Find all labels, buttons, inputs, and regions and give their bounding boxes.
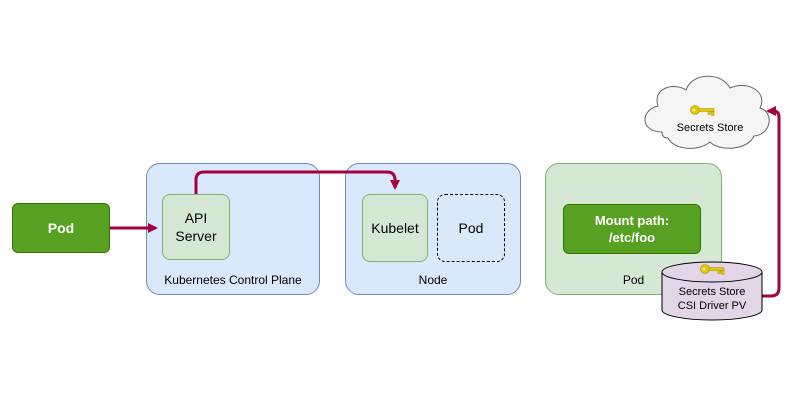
arrow-api-to-kubelet [194,170,400,194]
node-pod-label: Pod [458,220,484,236]
pod-left[interactable]: Pod [12,203,110,253]
secrets-store-cloud[interactable] [644,75,770,149]
kubelet[interactable]: Kubelet [362,194,428,262]
pod-right-label: Pod [622,273,645,287]
kubelet-label: Kubelet [371,220,419,236]
csi-driver-label: Secrets Store CSI Driver PV [677,286,747,312]
csi-driver-cylinder[interactable] [661,261,763,321]
control-plane-label: Kubernetes Control Plane [164,273,302,287]
mount-path-label: Mount path: /etc/foo [594,213,670,245]
pod-left-label: Pod [47,220,75,236]
api-server-label: API Server [175,210,217,244]
api-server[interactable]: API Server [162,194,230,260]
node-pod[interactable]: Pod [437,194,505,262]
key-icon [700,264,725,275]
node-label: Node [418,273,448,287]
mount-path[interactable]: Mount path: /etc/foo [563,204,701,254]
key-icon [690,105,715,116]
arrow-csi-to-secrets [762,106,781,298]
secrets-store-label: Secrets Store [676,122,744,134]
